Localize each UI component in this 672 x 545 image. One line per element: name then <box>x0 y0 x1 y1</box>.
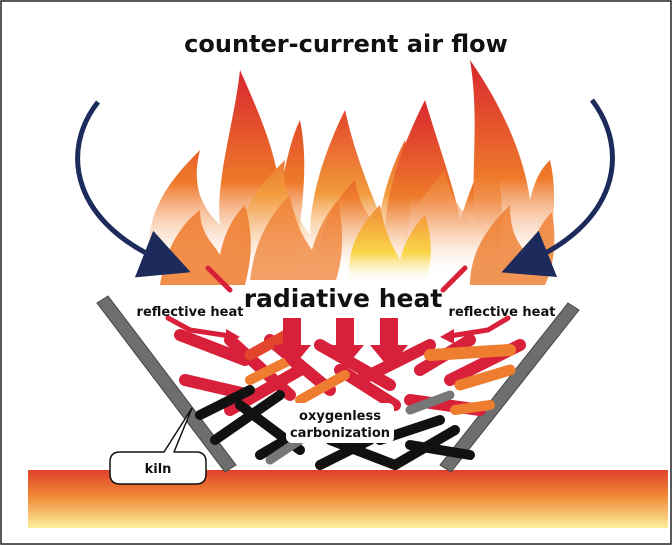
diagram-title: counter-current air flow <box>184 30 508 58</box>
carbonization-label-line2: carbonization <box>290 426 390 441</box>
carbonization-label-line1: oxygenless <box>299 409 381 424</box>
kiln-callout <box>109 407 207 485</box>
right-airflow-arrow <box>501 98 615 278</box>
kiln-left-wall <box>96 295 237 473</box>
left-reflective-heat-label: reflective heat <box>137 305 244 320</box>
right-reflective-heat-label: reflective heat <box>449 305 556 320</box>
radiative-heat-arrows <box>273 318 408 368</box>
reflective-heat-arrows <box>165 265 511 344</box>
wood-pile <box>174 324 526 470</box>
radiative-heat-label: radiative heat <box>244 284 443 313</box>
kiln-label: kiln <box>145 462 172 477</box>
carbonization-label-box <box>286 403 394 443</box>
left-airflow-arrow <box>75 100 191 278</box>
